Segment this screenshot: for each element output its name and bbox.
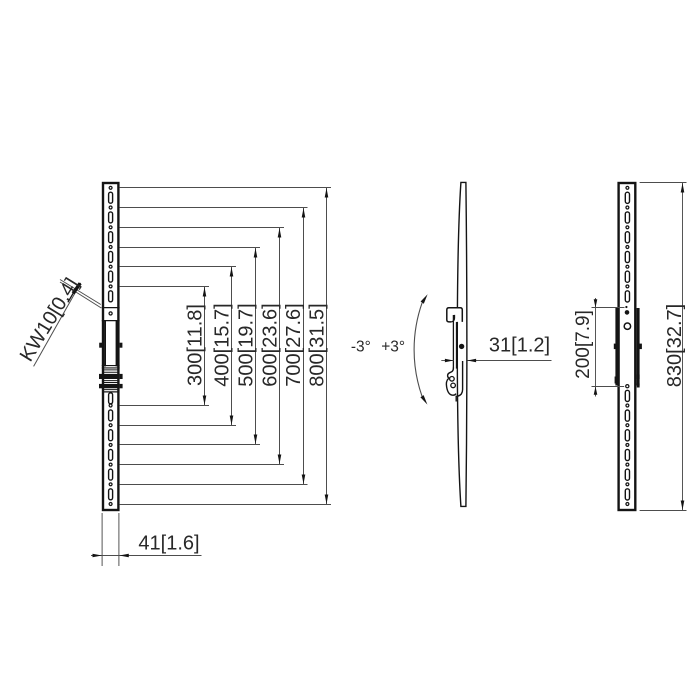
svg-text:830[32.7]: 830[32.7] <box>664 304 686 387</box>
svg-text:600[23.6]: 600[23.6] <box>260 303 282 386</box>
svg-text:400[15.7]: 400[15.7] <box>212 303 234 386</box>
svg-text:800[31.5]: 800[31.5] <box>307 303 329 386</box>
svg-text:+3°: +3° <box>381 338 405 355</box>
svg-text:700[27.6]: 700[27.6] <box>283 303 305 386</box>
svg-text:31[1.2]: 31[1.2] <box>489 335 550 357</box>
svg-text:-3°: -3° <box>351 338 371 355</box>
svg-text:500[19.7]: 500[19.7] <box>236 303 258 386</box>
svg-text:300[11.8]: 300[11.8] <box>185 304 207 386</box>
svg-text:200[7.9]: 200[7.9] <box>573 310 594 379</box>
svg-text:41[1.6]: 41[1.6] <box>138 533 199 555</box>
